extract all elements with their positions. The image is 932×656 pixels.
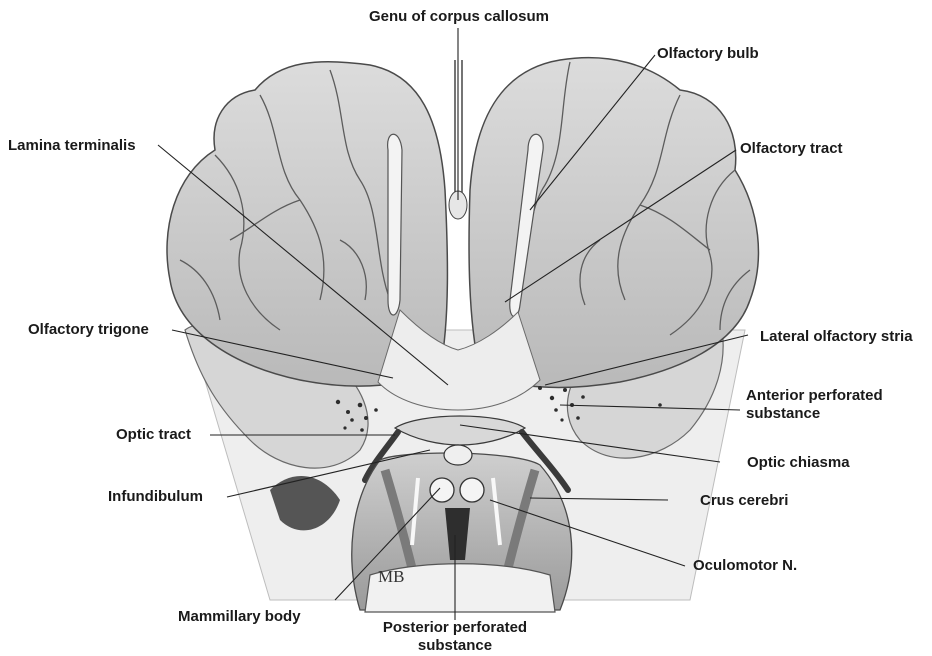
label-optic-tract: Optic tract	[116, 426, 191, 444]
label-anterior-perforated-line2: substance	[746, 405, 820, 423]
label-oculomotor-n: Oculomotor N.	[693, 557, 797, 575]
label-olfactory-trigone: Olfactory trigone	[28, 321, 149, 339]
label-posterior-perforated-line2: substance	[375, 637, 535, 655]
label-posterior-perforated-line1: Posterior perforated	[375, 619, 535, 637]
right-mammillary	[460, 478, 484, 502]
label-anterior-perforated-line1: Anterior perforated	[746, 387, 883, 405]
label-mammillary-body: Mammillary body	[178, 608, 301, 626]
label-crus-cerebri: Crus cerebri	[700, 492, 788, 510]
infundibulum-shape	[444, 445, 472, 465]
left-olfactory-bulb-tract	[388, 134, 402, 315]
central-base	[378, 310, 540, 410]
label-lateral-olfactory-stria: Lateral olfactory stria	[760, 328, 913, 346]
label-optic-chiasma: Optic chiasma	[747, 454, 850, 472]
label-olfactory-bulb: Olfactory bulb	[657, 45, 759, 63]
label-infundibulum: Infundibulum	[108, 488, 203, 506]
label-lamina-terminalis: Lamina terminalis	[8, 137, 136, 155]
label-genu-corpus-callosum: Genu of corpus callosum	[362, 8, 556, 26]
left-mammillary	[430, 478, 454, 502]
label-olfactory-tract: Olfactory tract	[740, 140, 843, 158]
artist-signature: MB	[378, 568, 404, 586]
